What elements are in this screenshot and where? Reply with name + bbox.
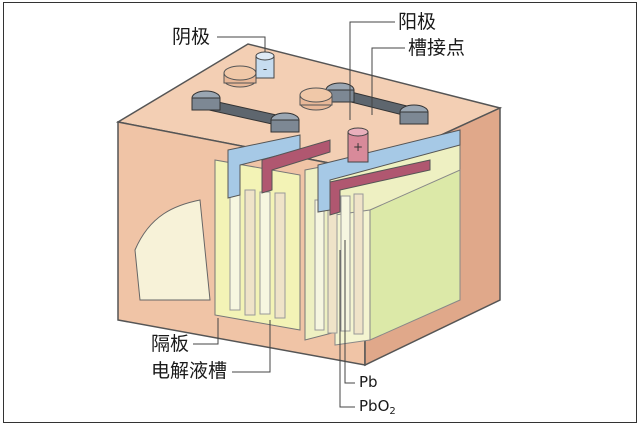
pbo2-plate <box>353 193 364 335</box>
terminal-post <box>270 119 300 133</box>
negative-terminal-top <box>255 51 275 61</box>
label-pbo2: PbO2 <box>359 399 396 417</box>
leader-anode <box>349 21 395 120</box>
label-terminal: 槽接点 <box>408 37 466 59</box>
leader-pb <box>344 240 355 384</box>
positive-terminal-top <box>347 127 369 137</box>
pbo2-strap-left <box>261 139 331 194</box>
terminal-post <box>399 111 429 125</box>
cutaway-left <box>134 199 211 301</box>
label-cathode: 阴极 <box>172 26 211 48</box>
pbo2-plate <box>244 189 256 316</box>
pbo2-plate <box>327 197 338 334</box>
label-pb: Pb <box>359 373 378 391</box>
minus-sign: - <box>263 62 267 76</box>
pbo2-plate <box>274 192 286 319</box>
plus-sign: + <box>353 140 363 154</box>
vent-cap <box>299 87 333 103</box>
pb-plate <box>229 189 241 311</box>
vent-cap <box>223 65 257 81</box>
label-anode: 阳极 <box>398 11 437 33</box>
label-electrolyte-tank: 电解液槽 <box>151 360 228 382</box>
pb-strap-right <box>317 129 461 213</box>
leader-pbo2 <box>339 250 355 408</box>
pb-strap-left <box>227 134 301 199</box>
label-pbo2-main: PbO <box>359 397 390 415</box>
leader-electrolyte <box>232 320 271 373</box>
label-pbo2-subscript: 2 <box>389 406 396 417</box>
label-separator: 隔板 <box>151 333 190 355</box>
pb-plate <box>314 199 325 331</box>
leader-separator <box>193 318 219 345</box>
diagram-border <box>3 2 637 423</box>
pbo2-strap-right <box>329 159 431 216</box>
pb-plate <box>259 191 271 315</box>
leader-cathode <box>217 36 266 52</box>
leader-terminal <box>371 47 405 115</box>
terminal-post <box>191 97 221 111</box>
